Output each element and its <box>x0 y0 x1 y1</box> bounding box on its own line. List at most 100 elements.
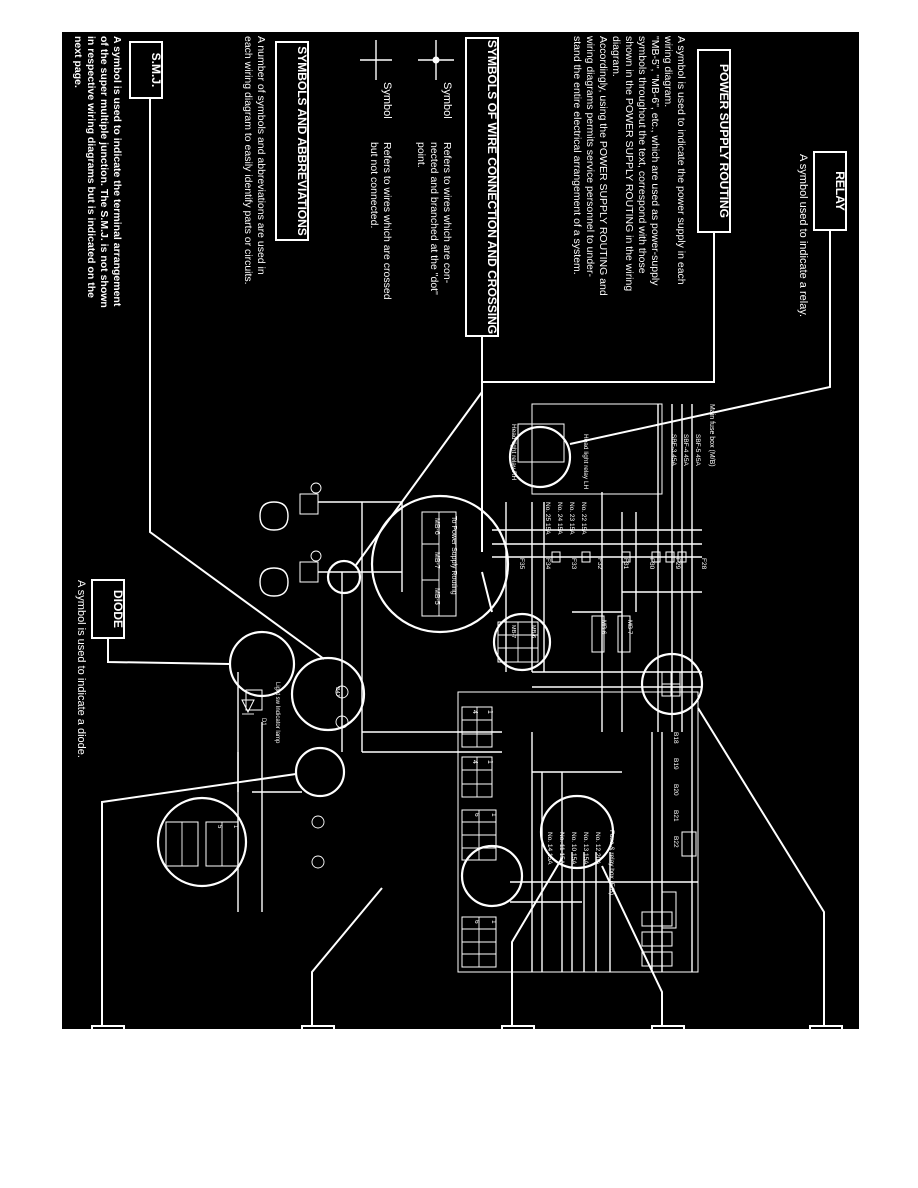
abbrev-line-1: A number of symbols and abbreviations ar… <box>255 36 267 275</box>
psr-line-7: Accordingly, using the POWER SUPPLY ROUT… <box>597 36 609 296</box>
mb-ref-1: MB-6 <box>433 518 440 535</box>
routing-reference-box: To Power Supply Routing MB-6 MB-7 MB-5 <box>421 511 457 617</box>
wire-symbol-heading-1: Symbol <box>441 82 453 119</box>
smj-header-text: S.M.J. <box>149 53 163 88</box>
lamp-part-label: Light sw Indicator lamp <box>245 682 280 744</box>
relay-label-rh: Head light relay RH <box>510 424 517 481</box>
abbreviations-header: SYMBOLS AND ABBREVIATIONS <box>275 41 309 241</box>
sbf-label-3: SBF-3 45A <box>670 434 677 466</box>
conn-code-7: F34 <box>544 558 551 570</box>
right-code-2: B19 <box>672 758 679 770</box>
lower-smj-callout-line <box>311 887 383 1029</box>
grid3-b: 6 <box>473 813 480 817</box>
diode-header: DIODE <box>91 579 125 639</box>
connection-callout-ring <box>326 559 362 595</box>
wire-crossed-description: Refers to wires which are crossed but no… <box>368 142 393 300</box>
conn-code-6: F33 <box>570 558 577 570</box>
abbrev-callout-ring <box>290 656 366 732</box>
connector-grid-2: 1 4 <box>461 756 493 798</box>
wire-connection-header-text: SYMBOLS OF WIRE CONNECTION AND CROSSING <box>485 40 499 334</box>
wire-connected-description: Refers to wires which are con- nected an… <box>415 142 453 295</box>
fuse-callout-ring <box>539 794 615 870</box>
psr-line-5: shown in the POWER SUPPLY ROUTING in the… <box>623 36 635 291</box>
relay-header: RELAY <box>813 151 847 231</box>
smj-part-code: B47 <box>334 687 340 697</box>
mb-side-1: MB-6 <box>600 620 606 635</box>
smj-callout-ring <box>294 746 346 798</box>
right-code-column: B18 B19 B20 B21 B22 <box>672 732 679 848</box>
wire-crossed-line-2: but not connected. <box>368 142 380 228</box>
main-fuse-box: Main fuse box (M/B) SBF-5 45A SBF-4 45A … <box>510 403 715 535</box>
diode-header-text: DIODE <box>111 590 125 628</box>
smj-description: A symbol is used to indicate the termina… <box>72 36 123 308</box>
diode-code: D1 <box>260 718 266 726</box>
psr-line-9: stand the entire electrical arrangement … <box>571 36 583 275</box>
grid3-a: 1 <box>490 813 497 817</box>
abbrev-line-2: each wiring diagram to easily identify p… <box>242 36 254 285</box>
connector-code-row: F28 F29 F30 F31 F32 F33 F34 F35 <box>518 558 707 570</box>
mb-grid-1: MB-6 <box>530 625 536 638</box>
wire-connected-line-1: Refers to wires which are con- <box>441 142 453 284</box>
mb-ref-2: MB-7 <box>433 552 440 569</box>
mb-callout-line <box>481 571 493 613</box>
diode-description: A symbol is used to indicate a diode. <box>75 580 87 758</box>
fuse-callout-line <box>511 857 563 1029</box>
right-code-1: B18 <box>672 732 679 744</box>
grid2-b: 4 <box>471 760 478 764</box>
smj-callout-line <box>101 773 297 1029</box>
grid1-a: 1 <box>486 710 493 714</box>
wiring-diagram: Main fuse box (M/B) SBF-5 45A SBF-4 45A … <box>165 403 715 973</box>
relay-callout-line <box>569 230 831 445</box>
abbreviations-header-text: SYMBOLS AND ABBREVIATIONS <box>295 46 309 236</box>
abbreviations-description: A number of symbols and abbreviations ar… <box>242 36 267 285</box>
fuse-bottom-5: No. 14 15A <box>546 832 553 865</box>
lower-smj-callout-ring <box>156 796 248 888</box>
diode-callout-line <box>107 638 231 665</box>
smj-header: S.M.J. <box>129 41 163 99</box>
right-code-4: B21 <box>672 810 679 822</box>
fuse-top-1: No. 22 15A <box>580 502 587 535</box>
conn-code-4: F31 <box>622 558 629 570</box>
smj-line-2: of the super multiple junction. The S.M.… <box>98 36 110 308</box>
mb-ref-3: MB-5 <box>433 588 440 605</box>
psr-line-6: diagram. <box>610 36 622 77</box>
fuse-bottom-2: No. 13 15A <box>582 832 589 865</box>
power-supply-routing-header-text: POWER SUPPLY ROUTING <box>717 64 731 218</box>
grid4-b: 6 <box>473 920 480 924</box>
relay-box-callout-line <box>601 865 663 1029</box>
psr-line-8: wiring diagrams permits service personne… <box>584 35 596 278</box>
right-code-3: B20 <box>672 784 679 796</box>
fuse-bottom-3: No. 10 15A <box>570 832 577 865</box>
main-fuse-box-label: Main fuse box (M/B) <box>708 404 715 467</box>
connector-grid-1: 1 4 <box>461 706 493 748</box>
psr-line-2: wiring diagram. <box>662 35 674 107</box>
fuse-top-2: No. 23 15A <box>568 502 575 535</box>
power-lower-callout-line <box>697 707 825 1029</box>
fuse-relay-box-label: Fuse & relay box (F/B) <box>608 830 615 895</box>
power-callout-ring <box>640 652 704 716</box>
wire-connected-line-2: nected and branched at the "dot" <box>428 142 440 295</box>
ground-connector-2 <box>259 550 322 597</box>
right-code-5: B22 <box>672 836 679 848</box>
grid2-a: 1 <box>486 760 493 764</box>
psr-line-1: A symbol is used to indicate the power s… <box>675 36 687 285</box>
mb-grid-callout-ring <box>492 612 552 672</box>
wire-connection-header: SYMBOLS OF WIRE CONNECTION AND CROSSING <box>465 37 499 337</box>
wire-connected-symbol <box>418 40 454 80</box>
psr-line-4: symbols throughout the text, correspond … <box>636 36 648 274</box>
smj-grid-1: 1 <box>232 825 238 829</box>
psr-line-3: "MB-5", "MB-6", etc., which are used as … <box>649 36 661 286</box>
conn-code-8: F35 <box>518 558 525 570</box>
smj-grid-boxes: 1 5 <box>165 821 239 867</box>
smj-grid-2: 5 <box>216 825 222 829</box>
mb-reference-grid: MB-6 MB-7 <box>497 621 539 663</box>
connector-grid-3: 1 6 <box>461 809 497 861</box>
relay-header-text: RELAY <box>833 171 847 211</box>
routing-callout-ring <box>370 494 510 634</box>
relay-box-callout-ring <box>460 844 524 908</box>
grid4-a: 1 <box>490 920 497 924</box>
routing-reference-text: To Power Supply Routing <box>450 516 457 595</box>
mb-grid-2: MB-7 <box>510 625 516 638</box>
wire-symbol-heading-2: Symbol <box>381 82 393 119</box>
sbf-label-1: SBF-5 45A <box>694 434 701 466</box>
